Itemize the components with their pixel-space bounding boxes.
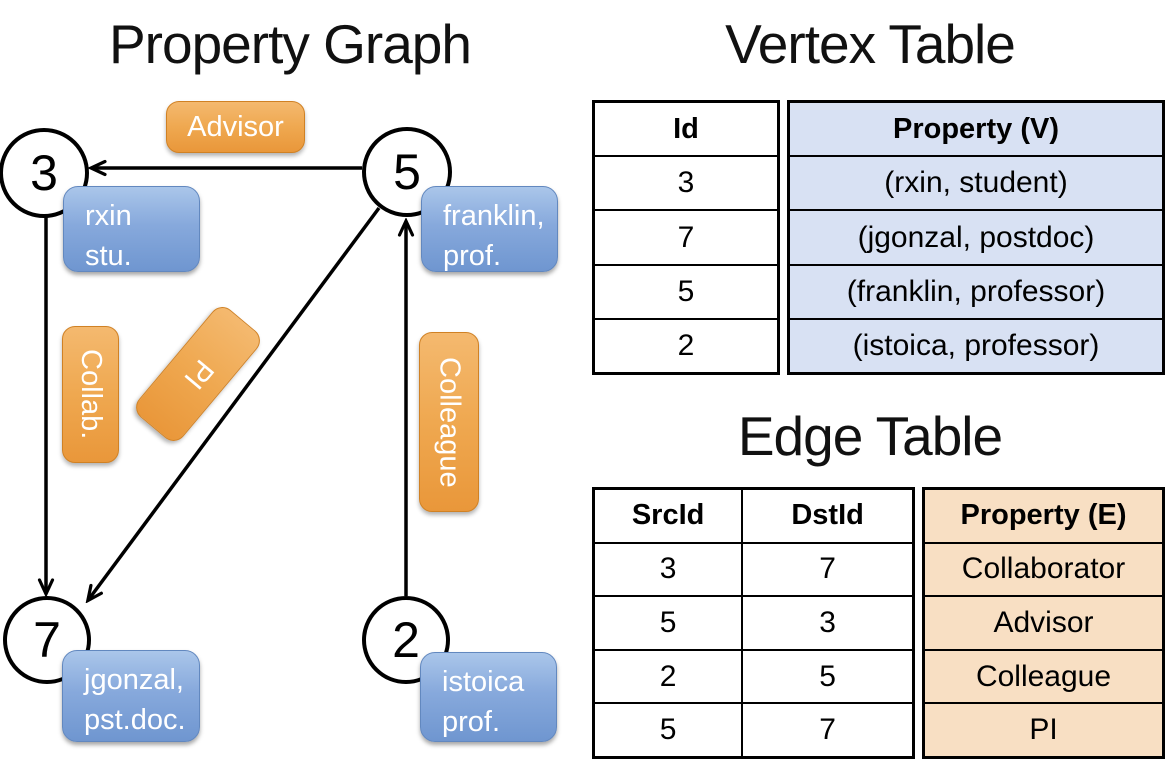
edge-label: Collab. <box>75 349 107 440</box>
edge-label: Colleague <box>433 356 466 488</box>
vertex-property-line: istoica <box>442 666 525 698</box>
edge-table-property-header: Property (E) <box>960 499 1127 532</box>
vertex-table-id-cell: 3 <box>595 155 777 209</box>
vertex-property-line: jgonzal, <box>84 664 184 696</box>
edge-label-box-advisor: Advisor <box>166 101 305 153</box>
edge-table-row: 5 3 <box>595 595 912 649</box>
vertex-id: 7 <box>33 612 61 668</box>
vertex-table-property-cell: (istoica, professor) <box>790 317 1162 372</box>
vertex-property-line: rxin <box>85 200 132 232</box>
vertex-table-id-cell: 2 <box>595 317 777 372</box>
graph-edges-arrows <box>0 0 585 760</box>
edge-label: Advisor <box>187 110 284 143</box>
vertex-table-id-column: Id 3 7 5 2 <box>592 100 780 375</box>
edge-table-dstid-cell: 7 <box>741 704 912 756</box>
edge-table-row: 5 7 <box>595 702 912 756</box>
edge-label-box-collab: Collab. <box>62 326 119 463</box>
vertex-property-line: prof. <box>442 706 501 739</box>
vertex-table-property-header: Property (V) <box>893 112 1059 145</box>
edge-table-srcid-cell: 5 <box>659 713 677 747</box>
edge-table-property-cell: Advisor <box>925 595 1162 649</box>
vertex-property-line: stu. <box>85 240 132 273</box>
edge-table-srcid-cell: 2 <box>659 659 677 693</box>
vertex-id: 5 <box>393 144 421 200</box>
vertex-node-5: 5 <box>362 127 452 217</box>
vertex-table-title: Vertex Table <box>725 13 1016 75</box>
edge-table-dstid-cell: 7 <box>741 543 912 596</box>
edge-table-dstid-cell: 3 <box>741 597 912 649</box>
property-graph-title: Property Graph <box>108 13 472 75</box>
vertex-id: 2 <box>392 612 420 668</box>
vertex-node-2: 2 <box>362 596 450 684</box>
edge-table-property-cell: Collaborator <box>925 541 1162 596</box>
edge-table-property-column: Property (E) Collaborator Advisor Collea… <box>922 487 1165 759</box>
vertex-table-id-cell: 7 <box>595 209 777 263</box>
edge-table-dstid-header: DstId <box>741 490 912 542</box>
vertex-property-line: pst.doc. <box>84 704 186 737</box>
edge-arrow-5-to-7 <box>89 206 381 599</box>
edge-table-src-dst-columns: SrcId DstId 3 7 5 3 2 5 5 7 <box>592 487 915 759</box>
vertex-property-line: prof. <box>443 240 502 273</box>
edge-label: PI <box>177 353 220 396</box>
vertex-property-line: franklin, <box>443 200 545 232</box>
vertex-property-box-istoica: istoica prof. <box>420 652 557 742</box>
vertex-property-box-franklin: franklin, prof. <box>421 186 558 272</box>
edge-table-property-cell: Colleague <box>925 648 1162 703</box>
edge-table-row: 3 7 <box>595 541 912 596</box>
edge-table-title: Edge Table <box>737 405 1003 467</box>
edge-table-srcid-header: SrcId <box>631 499 705 532</box>
vertex-id: 3 <box>30 145 58 201</box>
edge-table-row: 2 5 <box>595 648 912 703</box>
vertex-table-property-cell: (rxin, student) <box>790 155 1162 209</box>
edge-label-box-colleague: Colleague <box>419 332 479 512</box>
vertex-table-id-header: Id <box>673 112 699 145</box>
edge-table-property-cell: PI <box>925 702 1162 756</box>
edge-table-srcid-cell: 5 <box>659 605 677 639</box>
edge-table-header-row: SrcId DstId <box>595 490 912 542</box>
vertex-property-box-jgonzal: jgonzal, pst.doc. <box>62 650 200 742</box>
vertex-table-property-column: Property (V) (rxin, student) (jgonzal, p… <box>787 100 1165 375</box>
vertex-table-id-cell: 5 <box>595 263 777 318</box>
vertex-property-box-rxin: rxin stu. <box>63 186 200 272</box>
vertex-table-property-cell: (jgonzal, postdoc) <box>790 209 1162 263</box>
vertex-table-property-cell: (franklin, professor) <box>790 263 1162 318</box>
edge-table-srcid-cell: 3 <box>659 552 677 586</box>
edge-table-dstid-cell: 5 <box>741 650 912 703</box>
